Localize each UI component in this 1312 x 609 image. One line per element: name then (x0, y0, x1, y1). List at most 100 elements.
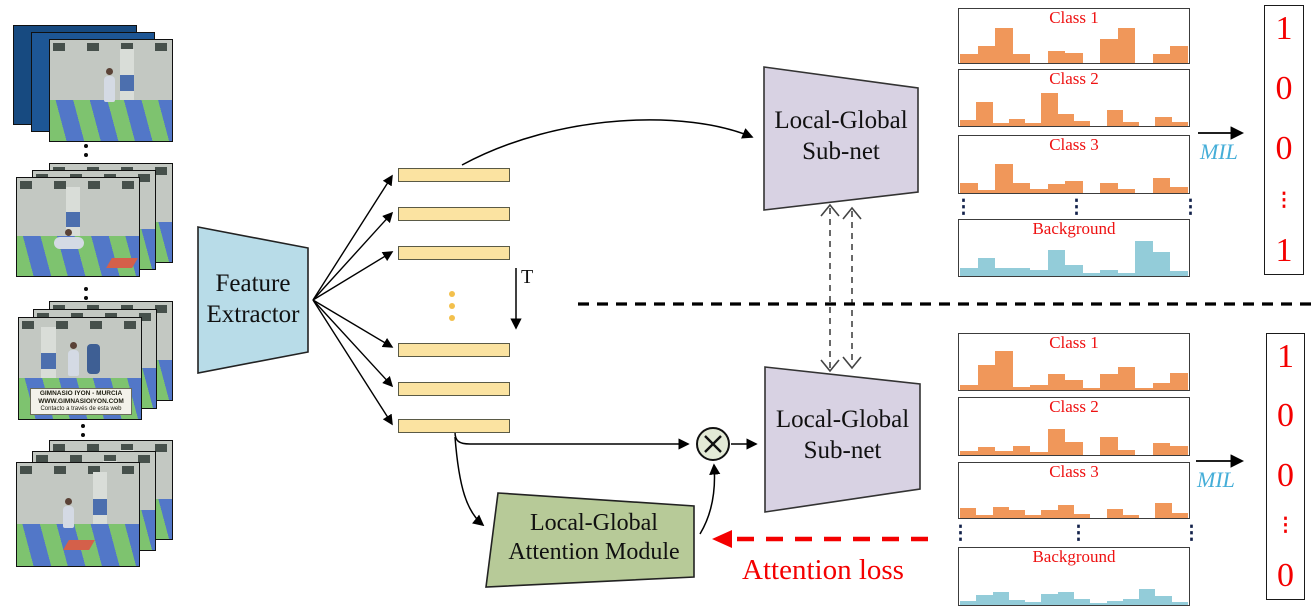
t-label: T (521, 266, 534, 288)
score-bar (1100, 437, 1118, 455)
score-bar (1171, 122, 1188, 126)
score-bar (960, 384, 978, 390)
score-bar (992, 506, 1009, 518)
chart-title: Class 3 (1049, 135, 1099, 154)
ceiling-lights (53, 43, 169, 51)
score-bar (1155, 595, 1172, 605)
score-bar (960, 182, 978, 193)
score-bar (1152, 54, 1171, 63)
charts-ellipsis: ⋮ (954, 197, 973, 218)
chart-class3-top: Class 3 (958, 135, 1190, 194)
score-bar (977, 446, 996, 455)
frames-ellipsis (84, 144, 88, 162)
score-bar (1012, 445, 1031, 455)
chart-bars (960, 337, 1188, 390)
score-bar (1008, 509, 1026, 518)
video-frame-front (16, 462, 140, 567)
score-bar (1155, 117, 1172, 126)
score-bar (1057, 114, 1074, 126)
score-bar (1073, 513, 1091, 518)
score-bar (1135, 387, 1153, 390)
score-bar (976, 102, 993, 126)
gym-floor (50, 99, 172, 141)
score-bar (1171, 513, 1188, 518)
score-bar (1047, 250, 1066, 276)
chart-bars (960, 12, 1188, 63)
score-bar (976, 514, 993, 518)
caption-line-1: GIMNASIO IYON - MURCIA (39, 389, 123, 397)
score-bar (1065, 181, 1083, 193)
score-bar (977, 257, 996, 276)
score-bar (1030, 384, 1048, 390)
score-bar (1065, 264, 1083, 276)
vector-digit: 0 (1277, 397, 1294, 435)
score-bar (1030, 452, 1048, 455)
person-figure (103, 68, 115, 103)
score-bar (1047, 429, 1066, 455)
score-bar (1106, 600, 1123, 605)
score-bar (1090, 602, 1107, 605)
score-bar (1047, 374, 1066, 390)
multiply-icon (696, 427, 730, 461)
chart-background-bottom: Background (958, 547, 1190, 606)
score-bar (1073, 599, 1091, 605)
charts-ellipsis: ⋮ (1067, 197, 1086, 218)
score-bar (1047, 184, 1066, 193)
score-bar (1152, 251, 1171, 276)
score-bar (1139, 588, 1156, 605)
charts-ellipsis: ⋮ (951, 523, 970, 544)
score-bar (1135, 240, 1153, 276)
chart-background-top: Background (958, 219, 1190, 277)
score-bar (1122, 122, 1140, 126)
subnet-coupling-arrows (820, 203, 862, 373)
chart-class1-bottom: Class 1 (958, 333, 1190, 391)
subnet-bottom-shape (764, 366, 921, 513)
score-bar (1041, 509, 1058, 518)
person-figure (67, 342, 79, 377)
charts-ellipsis: ⋮ (1181, 197, 1200, 218)
feature-vector-bar (398, 382, 510, 396)
attention-to-multiply-arrow (699, 463, 721, 535)
feature-extractor-shape (197, 226, 309, 374)
score-bar (1082, 387, 1101, 390)
score-bar (1008, 599, 1026, 605)
person-figure (63, 498, 75, 529)
chart-class1-top: Class 1 (958, 8, 1190, 64)
score-bar (995, 268, 1013, 276)
mil-label-top: MIL (1200, 139, 1238, 164)
score-bar (1117, 366, 1136, 390)
score-bar (1012, 387, 1031, 390)
score-bar (995, 28, 1013, 63)
chart-title: Class 1 (1049, 8, 1099, 27)
attention-module-shape (485, 492, 695, 588)
chart-bars (960, 73, 1188, 126)
score-bar (1030, 269, 1048, 276)
chart-bars (960, 551, 1188, 605)
chart-bars (960, 223, 1188, 276)
score-bar (1152, 383, 1171, 390)
vector-ellipsis: ⋮ (1276, 515, 1295, 537)
score-bar (995, 350, 1013, 390)
video-frame-front: GIMNASIO IYON - MURCIA WWW.GIMNASIOIYON.… (18, 317, 142, 420)
chart-class2-top: Class 2 (958, 69, 1190, 127)
score-bar (1025, 601, 1042, 605)
fanout-arrows (312, 174, 394, 426)
score-bar (1012, 182, 1031, 193)
vector-digit: 0 (1277, 456, 1294, 494)
feature-vector-bar (398, 207, 510, 221)
chart-title: Class 2 (1049, 69, 1099, 88)
score-bar (1117, 28, 1136, 63)
frames-ellipsis (81, 424, 85, 442)
score-bar (1106, 509, 1123, 518)
score-bar (960, 451, 978, 455)
score-bar (960, 268, 978, 276)
vector-digit: 0 (1275, 130, 1293, 168)
score-bar (1152, 177, 1171, 193)
score-bar (1170, 445, 1188, 455)
score-bar (1117, 188, 1136, 193)
score-bar (1025, 514, 1042, 518)
chart-title: Class 3 (1049, 462, 1099, 481)
score-bar (995, 164, 1013, 193)
